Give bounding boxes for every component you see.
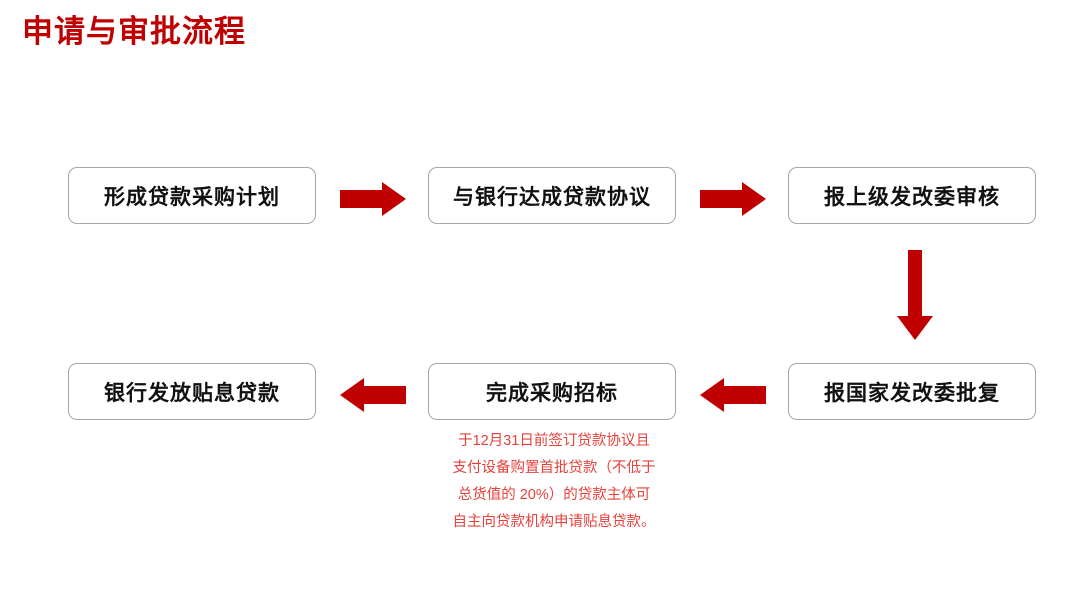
arrow-down-icon-1 (896, 250, 934, 340)
flow-step-label: 与银行达成贷款协议 (453, 184, 651, 209)
flow-step-2[interactable]: 与银行达成贷款协议 (428, 167, 676, 224)
flow-step-label: 形成贷款采购计划 (104, 184, 280, 209)
flow-step-label: 报国家发改委批复 (824, 380, 1000, 405)
flow-step-4[interactable]: 报国家发改委批复 (788, 363, 1036, 420)
flow-step-label: 银行发放贴息贷款 (104, 380, 280, 405)
arrow-left-icon-1 (700, 377, 766, 413)
flow-step-3[interactable]: 报上级发改委审核 (788, 167, 1036, 224)
page-title: 申请与审批流程 (22, 14, 246, 49)
note-line-3: 总货值的 20%）的贷款主体可 (457, 487, 651, 503)
flow-step-label: 完成采购招标 (486, 380, 618, 405)
arrow-right-icon-1 (340, 181, 406, 217)
flow-step-5[interactable]: 完成采购招标 (428, 363, 676, 420)
flow-step-6[interactable]: 银行发放贴息贷款 (68, 363, 316, 420)
note-line-4: 自主向贷款机构申请贴息贷款。 (452, 514, 656, 530)
arrow-right-icon-2 (700, 181, 766, 217)
note-line-2: 支付设备购置首批贷款（不低于 (452, 460, 656, 476)
note-text: 于12月31日前签订贷款协议且 支付设备购置首批贷款（不低于 总货值的 20%）… (428, 428, 680, 536)
note-line-1: 于12月31日前签订贷款协议且 (458, 433, 650, 449)
arrow-left-icon-2 (340, 377, 406, 413)
flow-step-label: 报上级发改委审核 (824, 184, 1000, 209)
flow-step-1[interactable]: 形成贷款采购计划 (68, 167, 316, 224)
